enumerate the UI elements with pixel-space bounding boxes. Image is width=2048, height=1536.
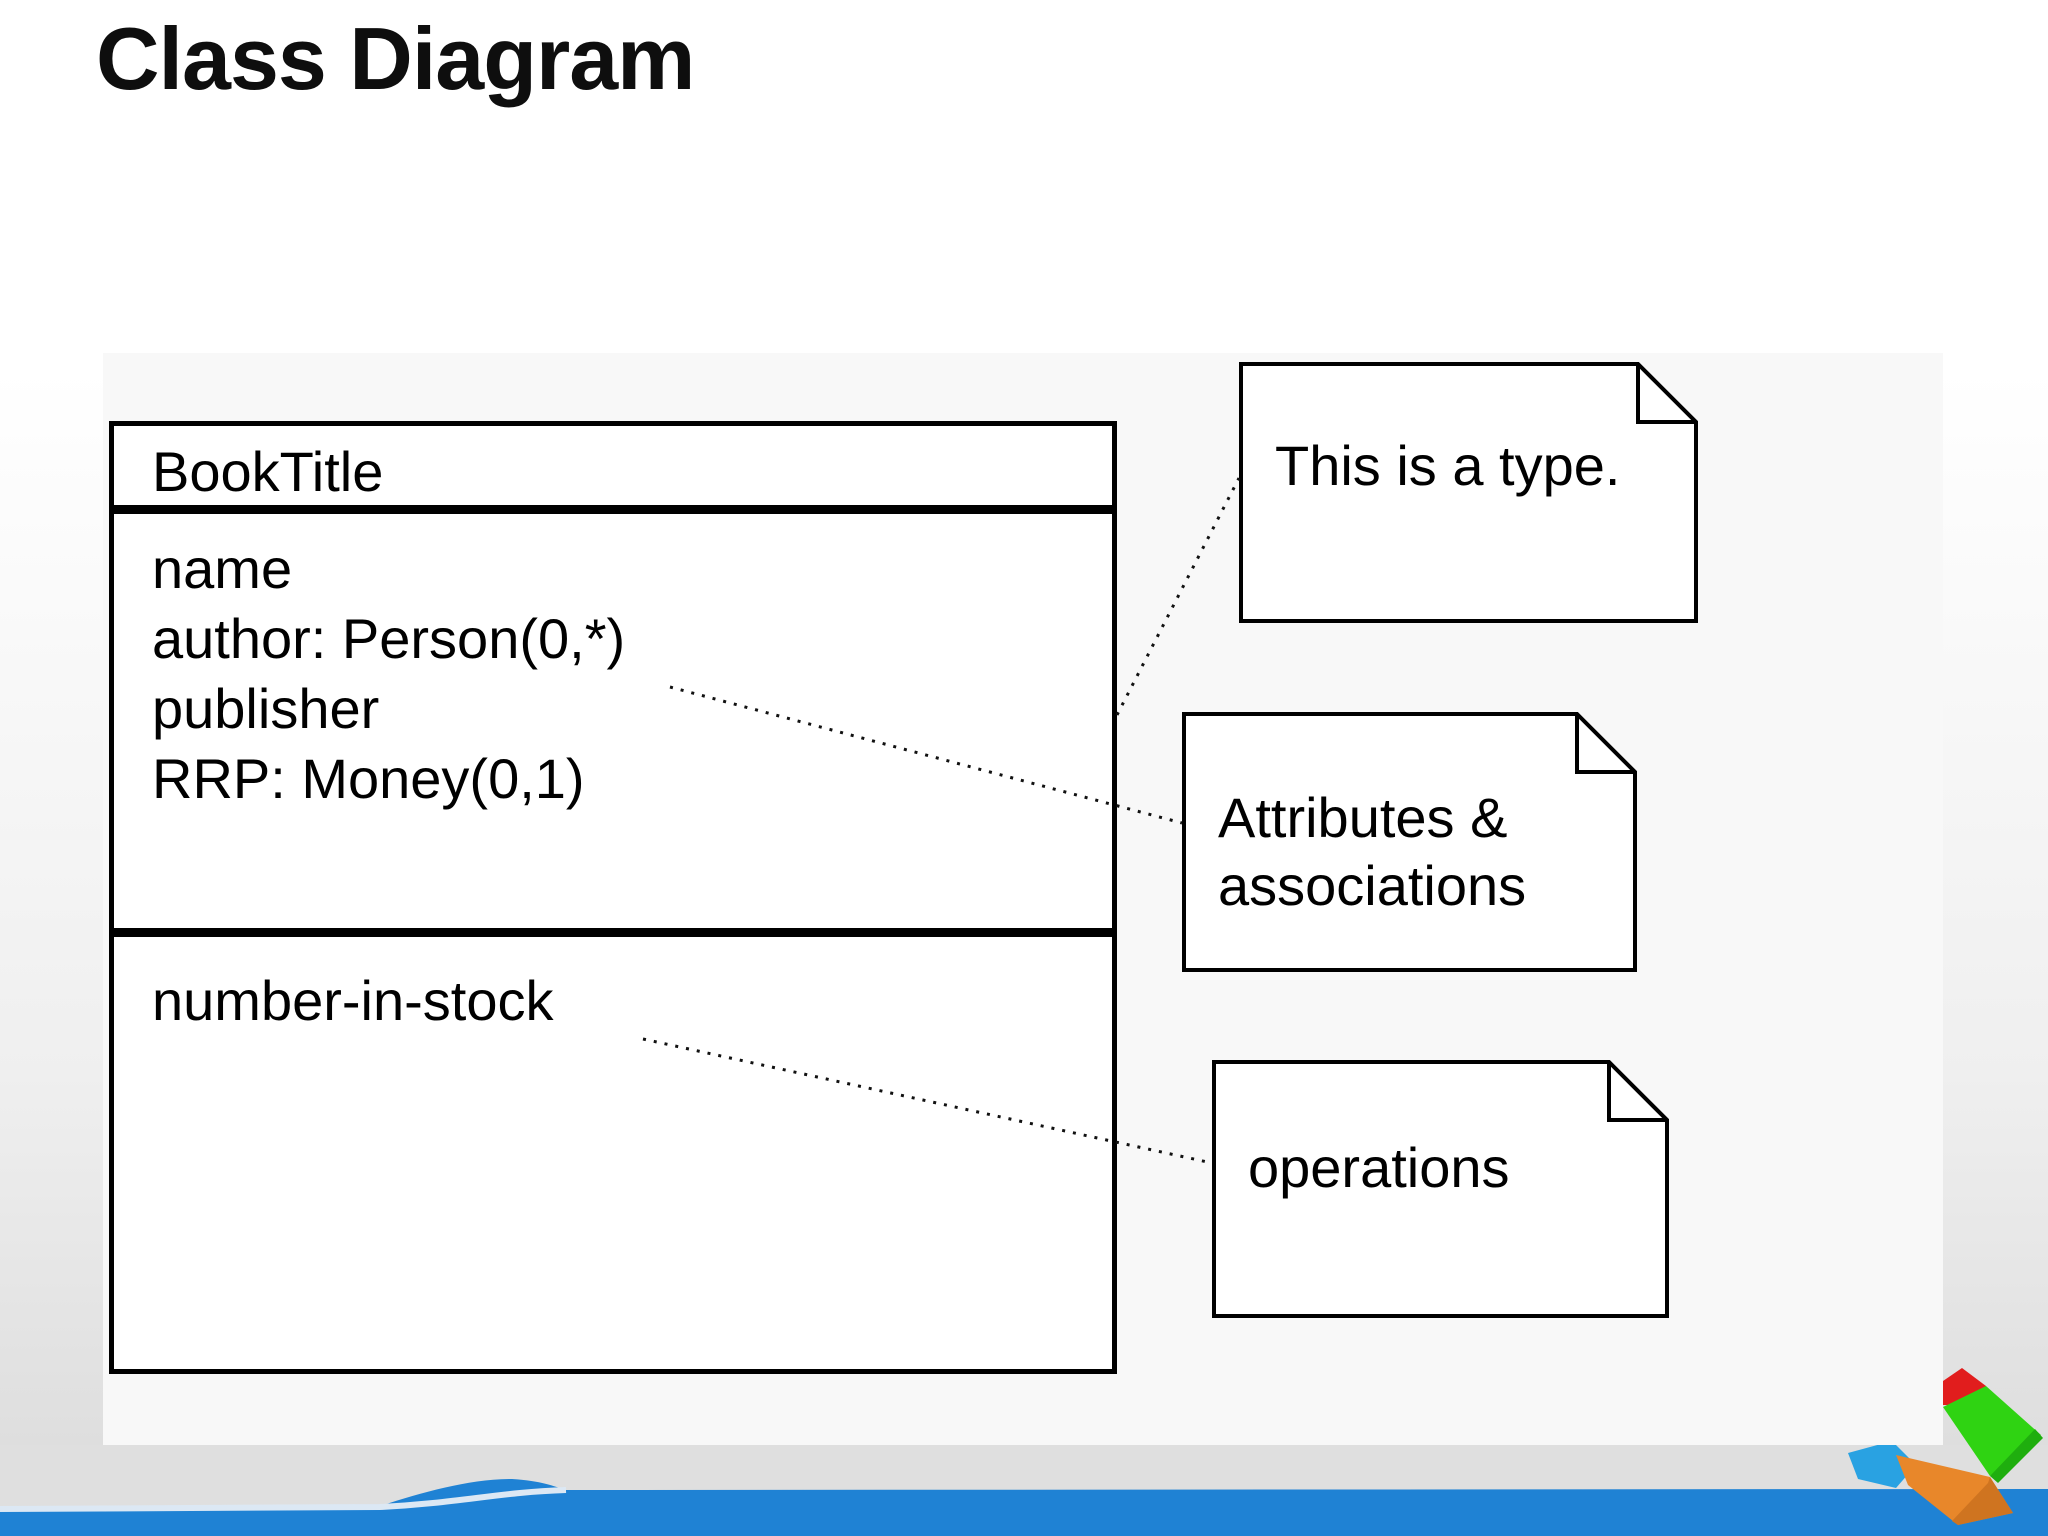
class-name-compartment: BookTitle xyxy=(114,426,1112,514)
note-fold-icon xyxy=(1636,364,1696,424)
logo-green-bevel xyxy=(1990,1429,2043,1483)
logo-orange-bevel xyxy=(1952,1477,2013,1525)
logo-blue-cube xyxy=(1848,1441,1916,1488)
attribute-item: RRP: Money(0,1) xyxy=(152,747,585,810)
uml-note-type: This is a type. xyxy=(1239,362,1698,623)
page-title: Class Diagram xyxy=(96,9,695,108)
note-text: This is a type. xyxy=(1275,434,1621,497)
note-text: operations xyxy=(1248,1136,1510,1199)
note-outline xyxy=(1239,362,1698,623)
attribute-item: author: Person(0,*) xyxy=(152,607,626,670)
note-fold-icon xyxy=(1575,714,1635,774)
note-shape xyxy=(1212,1060,1669,1318)
attribute-item: publisher xyxy=(152,677,380,740)
class-name: BookTitle xyxy=(152,440,384,503)
attributes-compartment: name author: Person(0,*) publisher RRP: … xyxy=(114,514,1112,937)
wave-highlight-stripe xyxy=(0,1487,567,1512)
operation-item: number-in-stock xyxy=(152,969,554,1032)
note-outline xyxy=(1182,712,1637,972)
uml-class-box: BookTitle name author: Person(0,*) publi… xyxy=(109,421,1117,1374)
note-shape xyxy=(1182,712,1637,972)
note-outline xyxy=(1212,1060,1669,1318)
uml-note-operations: operations xyxy=(1212,1060,1669,1318)
attribute-item: name xyxy=(152,537,293,600)
cubes-logo xyxy=(1848,1368,2043,1525)
uml-note-attributes: Attributes & associations xyxy=(1182,712,1637,972)
note-shape xyxy=(1239,362,1698,623)
note-text: Attributes & associations xyxy=(1218,786,1527,917)
operations-compartment: number-in-stock xyxy=(114,937,1112,1036)
bottom-wave-graphic xyxy=(0,1479,2048,1536)
note-fold-icon xyxy=(1607,1062,1667,1122)
wave-main-shape xyxy=(0,1489,2048,1536)
wave-crest-shape xyxy=(377,1479,566,1507)
